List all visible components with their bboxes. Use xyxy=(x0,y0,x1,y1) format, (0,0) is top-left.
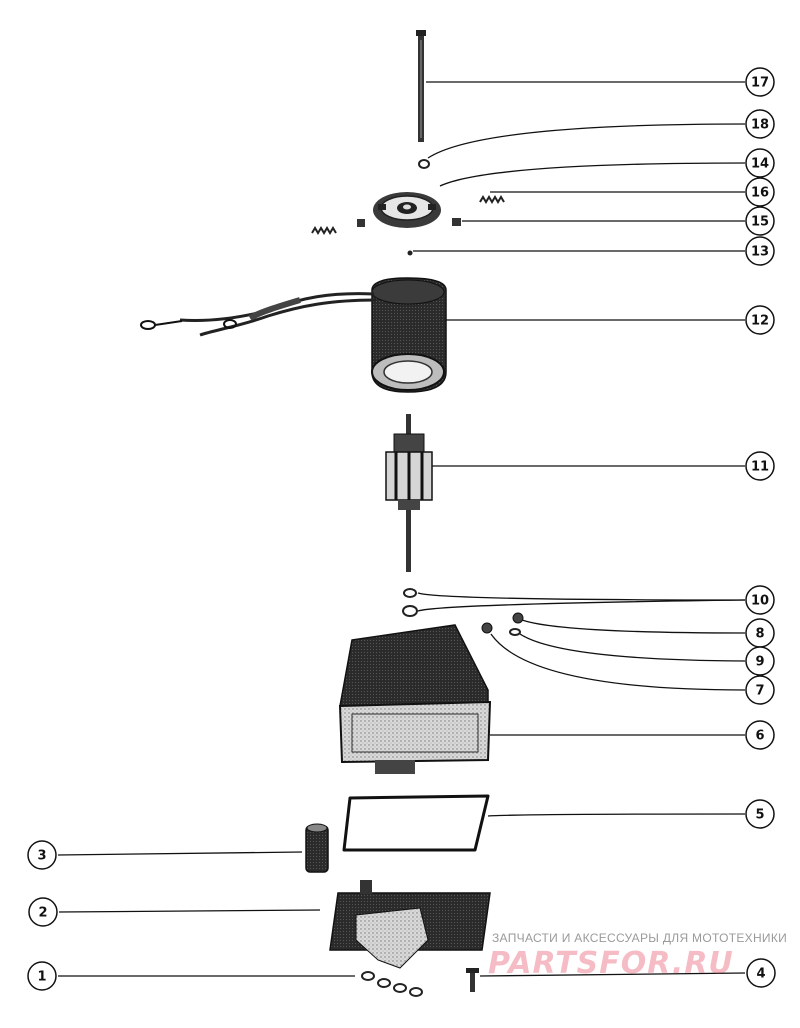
callout-2: 2 xyxy=(28,897,58,927)
callout-label: 13 xyxy=(751,245,769,260)
callout-11: 11 xyxy=(745,451,775,481)
part-10-thrust-washers xyxy=(402,588,418,617)
callout-16: 16 xyxy=(745,177,775,207)
part-8-screw xyxy=(512,612,524,624)
callout-3: 3 xyxy=(27,840,57,870)
part-6-housing xyxy=(338,624,492,774)
callout-5: 5 xyxy=(745,799,775,829)
part-3-sleeve xyxy=(305,823,329,873)
callout-label: 15 xyxy=(751,215,769,230)
callout-7: 7 xyxy=(745,675,775,705)
watermark-tagline: ЗАПЧАСТИ И АКСЕССУАРЫ ДЛЯ МОТОТЕХНИКИ xyxy=(492,931,788,945)
part-4-screw xyxy=(466,968,479,992)
callout-18: 18 xyxy=(745,109,775,139)
callout-label: 14 xyxy=(751,157,769,172)
part-2-cover-plate xyxy=(329,880,491,969)
callout-1: 1 xyxy=(27,961,57,991)
part-12-field-frame xyxy=(140,277,447,393)
callout-13: 13 xyxy=(745,236,775,266)
leader-lines xyxy=(57,81,746,977)
callout-8: 8 xyxy=(745,618,775,648)
part-16-springs xyxy=(311,195,505,235)
watermark-logo: PARTSFOR.RU xyxy=(488,946,734,981)
part-9-gasket-ring xyxy=(509,628,521,636)
part-11-armature xyxy=(385,414,433,572)
part-1-washers xyxy=(361,971,423,997)
part-7-plug xyxy=(481,622,493,634)
part-18-washer xyxy=(418,159,430,169)
callout-4: 4 xyxy=(746,958,776,988)
callout-label: 16 xyxy=(751,186,769,201)
callout-10: 10 xyxy=(745,585,775,615)
callout-label: 7 xyxy=(755,684,764,699)
part-15-brush xyxy=(357,218,461,227)
part-14-brush-plate xyxy=(373,192,441,228)
part-13-ball xyxy=(407,250,413,256)
part-5-gasket xyxy=(342,794,490,852)
callout-label: 8 xyxy=(755,627,764,642)
callout-label: 11 xyxy=(751,460,769,475)
callout-label: 3 xyxy=(37,849,46,864)
callout-label: 18 xyxy=(751,118,769,133)
callout-label: 6 xyxy=(755,729,764,744)
callout-label: 10 xyxy=(751,594,769,609)
callout-label: 9 xyxy=(755,655,764,670)
callout-label: 4 xyxy=(756,967,765,982)
callout-label: 17 xyxy=(751,76,769,91)
callout-label: 5 xyxy=(755,808,764,823)
callout-12: 12 xyxy=(745,305,775,335)
callout-17: 17 xyxy=(745,67,775,97)
callout-15: 15 xyxy=(745,206,775,236)
part-17-through-bolt xyxy=(416,30,426,142)
callout-label: 1 xyxy=(37,970,46,985)
callout-label: 12 xyxy=(751,314,769,329)
callout-6: 6 xyxy=(745,720,775,750)
callout-label: 2 xyxy=(38,906,47,921)
callout-9: 9 xyxy=(745,646,775,676)
callout-14: 14 xyxy=(745,148,775,178)
